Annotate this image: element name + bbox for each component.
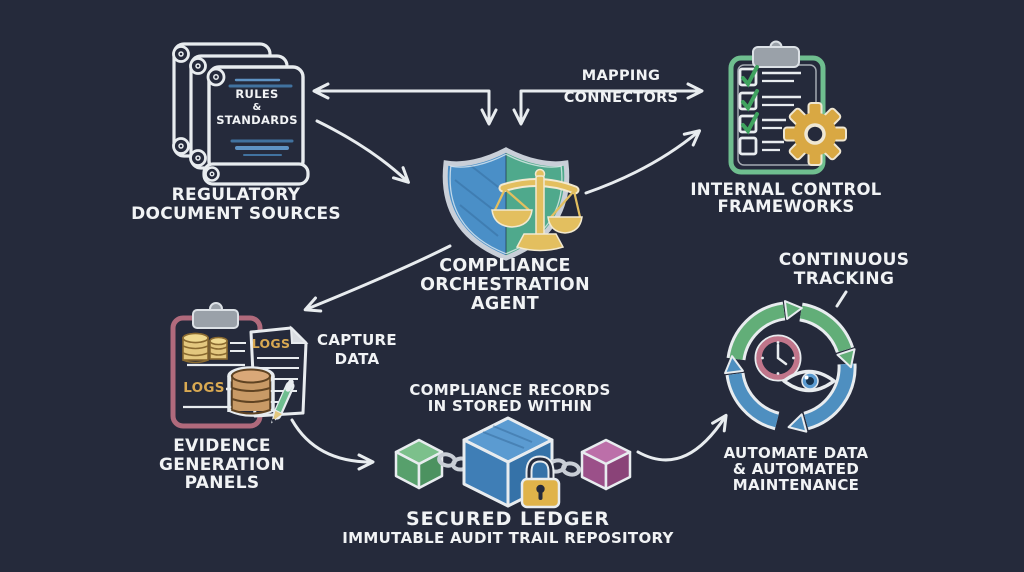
cycle-arc-green-2 [799, 305, 852, 353]
ledger-caption: SECURED LEDGER IMMUTABLE AUDIT TRAIL REP… [328, 508, 688, 547]
tracking-sub-caption: AUTOMATE DATA & AUTOMATED MAINTENANCE [696, 445, 896, 493]
clipboard-clip [192, 309, 239, 329]
caption-line: IN STORED WITHIN [427, 396, 593, 415]
caption-line: FRAMEWORKS [717, 197, 855, 216]
pencil-icon [271, 379, 295, 424]
regulatory-caption: REGULATORY DOCUMENT SOURCES [116, 186, 356, 223]
caption-line: MAINTENANCE [732, 476, 860, 494]
lock-icon [520, 455, 561, 509]
cycle-arc-blue-1 [804, 363, 854, 428]
scroll-title-line: & [252, 102, 262, 113]
caption-line: CONTINUOUS [778, 250, 910, 270]
shield-scales-icon [442, 147, 583, 261]
scroll-title-line: RULES [235, 87, 279, 101]
checklist-rows [738, 65, 801, 156]
mapping-connectors-label: MAPPING CONNECTORS [541, 66, 701, 109]
caption-line: PANELS [184, 473, 260, 493]
caption-line: DOCUMENT SOURCES [131, 203, 341, 224]
arrow-ledger-to-tracking [636, 413, 728, 462]
caption-line: AUTOMATE DATA [723, 444, 869, 462]
clipboard-clip [752, 46, 800, 68]
checkmark-icon [741, 65, 759, 88]
evidence-clipboard-icon [170, 302, 309, 429]
capture-data-label: CAPTURE DATA [297, 331, 417, 369]
eye-icon [782, 369, 836, 393]
scales-icon [491, 168, 583, 252]
ledger-note: COMPLIANCE RECORDS IN STORED WITHIN [390, 381, 630, 415]
tracking-tick-mark [835, 290, 848, 308]
edge-label-line: MAPPING [581, 68, 661, 84]
scroll-front [202, 65, 310, 186]
database-icon-gold [182, 332, 228, 364]
caption-line: TRACKING [793, 268, 895, 289]
tracking-caption: CONTINUOUS TRACKING [744, 251, 944, 288]
clock-icon [754, 334, 802, 382]
edge-label-line: DATA [334, 350, 380, 368]
cube-magenta [580, 438, 632, 491]
scroll-stack-icon [172, 42, 310, 186]
cycle-arc-blue-2 [728, 372, 779, 428]
checkmark-icon [741, 112, 759, 135]
arrow-regulatory-to-agent [315, 119, 410, 184]
caption-line: & AUTOMATED [732, 460, 860, 478]
edge-label-line: CONNECTORS [563, 89, 679, 106]
agent-caption: COMPLIANCE ORCHESTRATION AGENT [395, 257, 615, 314]
caption-line: INTERNAL CONTROL [690, 180, 882, 199]
checklist-clipboard-icon [728, 40, 847, 175]
arrow-agent-regulatory [312, 82, 498, 126]
cycle-arrows-icon [724, 300, 857, 433]
edge-label-line: CAPTURE [317, 331, 397, 349]
scroll-text-rules [228, 78, 294, 156]
database-icon-brown [227, 366, 275, 417]
ledger-subtitle: IMMUTABLE AUDIT TRAIL REPOSITORY [342, 529, 674, 547]
caption-line: REGULATORY [171, 185, 301, 205]
caption-line: AGENT [471, 294, 539, 314]
ledger-title: SECURED LEDGER [405, 508, 611, 530]
checkmark-icon [741, 89, 759, 112]
evidence-caption: EVIDENCE GENERATION PANELS [122, 437, 322, 493]
scroll-title: RULES & STANDARDS [211, 88, 303, 127]
caption-line: COMPLIANCE [439, 256, 571, 276]
caption-line: COMPLIANCE RECORDS [409, 381, 611, 399]
cycle-arc-green-1 [729, 304, 786, 361]
clipboard-logs-label: LOGS [183, 380, 225, 396]
document-logs-label: LOGS [251, 336, 291, 351]
caption-line: GENERATION [159, 454, 285, 475]
arrow-agent-to-frameworks [584, 129, 702, 195]
arrow-evidence-to-ledger [290, 418, 375, 471]
arrow-agent-frameworks-mapping [512, 82, 704, 126]
blockchain-ledger-icon [394, 416, 632, 509]
frameworks-caption: INTERNAL CONTROL FRAMEWORKS [676, 181, 896, 215]
scroll-title-line: STANDARDS [216, 113, 298, 127]
caption-line: ORCHESTRATION [420, 275, 590, 295]
cube-green [394, 438, 444, 490]
gear-icon [783, 102, 847, 166]
caption-line: EVIDENCE [173, 436, 271, 456]
arrow-agent-to-evidence [303, 244, 452, 313]
